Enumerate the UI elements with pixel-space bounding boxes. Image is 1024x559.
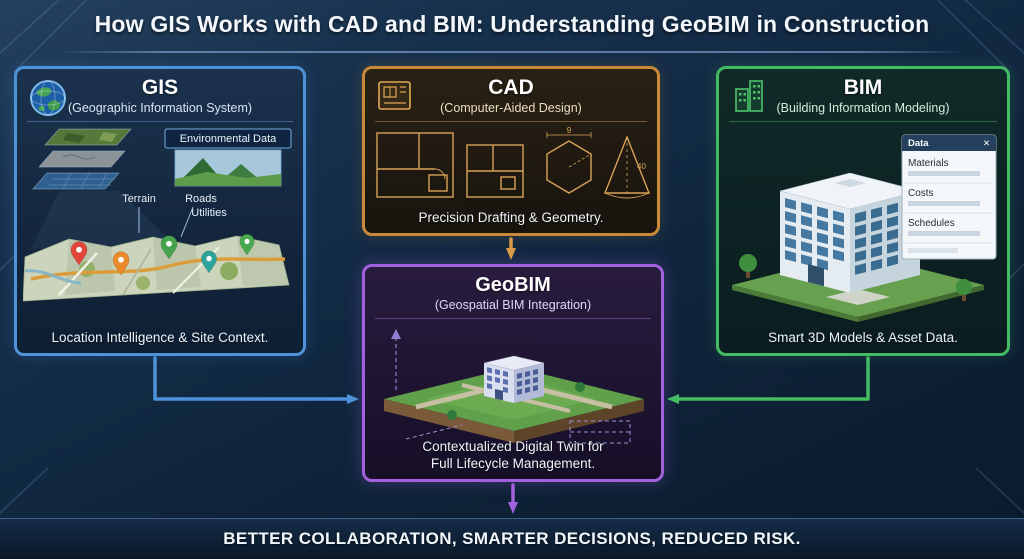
- pyramid-dimension-label: 40: [637, 162, 646, 171]
- cad-panel: CAD (Computer-Aided Design): [362, 66, 660, 236]
- footer-banner: BETTER COLLABORATION, SMARTER DECISIONS,…: [0, 518, 1024, 559]
- cad-subtitle: (Computer-Aided Design): [440, 101, 582, 116]
- bim-subtitle: (Building Information Modeling): [776, 101, 950, 116]
- bim-header-divider: [729, 121, 997, 123]
- tree: [739, 254, 972, 301]
- gis-to-geobim-arrow: [153, 356, 359, 404]
- terrain-label: Terrain: [122, 193, 156, 205]
- gis-header: GIS (Geographic Information System): [17, 69, 303, 123]
- hexagon-geometry: [546, 132, 592, 194]
- data-popup-close-icon: ✕: [983, 138, 990, 148]
- data-popup-title: Data: [908, 138, 929, 149]
- hexagon-dimension-label: 9: [567, 126, 572, 135]
- terrain-block: [384, 367, 644, 443]
- bim-illustration: Data ✕ Materials Costs Schedules: [732, 134, 997, 322]
- measure-axis: [391, 329, 401, 391]
- data-row-costs: Costs: [908, 188, 934, 199]
- cad-title: CAD: [488, 76, 534, 99]
- bim-data-popup: Data ✕ Materials Costs Schedules: [901, 134, 997, 260]
- geobim-subtitle: (Geospatial BIM Integration): [434, 298, 592, 312]
- floor-plan-large: [376, 132, 454, 198]
- bim-title: BIM: [843, 76, 883, 99]
- geobim-illustration: [384, 329, 644, 444]
- gis-layer-labels: Terrain Roads Utilities: [122, 193, 227, 238]
- bim-caption: Smart 3D Models & Asset Data.: [768, 330, 958, 345]
- environmental-data-callout: Environmental Data: [164, 128, 292, 187]
- globe-icon: [27, 77, 69, 124]
- cad-caption: Precision Drafting & Geometry.: [418, 210, 604, 225]
- data-row-materials: Materials: [908, 158, 949, 169]
- footer-text: BETTER COLLABORATION, SMARTER DECISIONS,…: [223, 529, 801, 548]
- bim-to-geobim-arrow: [667, 356, 870, 404]
- geobim-caption-line2: Full Lifecycle Management.: [430, 456, 596, 472]
- gis-header-divider: [27, 121, 293, 123]
- bim-panel: BIM (Building Information Modeling): [716, 66, 1010, 356]
- page-title: How GIS Works with CAD and BIM: Understa…: [94, 11, 930, 37]
- blueprint-dashes: [405, 420, 631, 444]
- roads-label: Roads: [185, 193, 217, 205]
- gis-illustration: Environmental Data Terrain Roads Utiliti…: [23, 128, 292, 302]
- geobim-caption: Contextualized Digital Twin for Full Lif…: [371, 439, 655, 473]
- map-pins: [70, 234, 255, 276]
- folded-map: [23, 234, 290, 302]
- geobim-header: GeoBIM (Geospatial BIM Integration): [365, 267, 661, 319]
- bim-building-3d: [779, 172, 921, 294]
- utilities-label: Utilities: [191, 207, 227, 219]
- cad-illustration: 9 40: [376, 126, 651, 199]
- cad-header-divider: [375, 121, 647, 123]
- environmental-data-label: Environmental Data: [180, 133, 277, 145]
- title-underline: [56, 51, 968, 53]
- gis-layer-stack: [32, 128, 132, 190]
- building-icon: [731, 77, 767, 120]
- geobim-header-divider: [375, 318, 651, 319]
- geobim-title: GeoBIM: [475, 274, 551, 296]
- floor-plan-small: [466, 144, 524, 198]
- map-projection-beam: [31, 191, 173, 249]
- cad-header: CAD (Computer-Aided Design): [365, 69, 657, 123]
- bim-header: BIM (Building Information Modeling): [719, 69, 1007, 123]
- geobim-panel: GeoBIM (Geospatial BIM Integration): [362, 264, 664, 482]
- pyramid-geometry: [603, 135, 651, 199]
- blueprint-icon: [377, 79, 413, 118]
- geobim-caption-line1: Contextualized Digital Twin for: [422, 439, 604, 455]
- gis-title: GIS: [141, 76, 179, 99]
- gis-panel: GIS (Geographic Information System) En: [14, 66, 306, 356]
- gis-subtitle: (Geographic Information System): [67, 101, 253, 116]
- gis-caption: Location Intelligence & Site Context.: [51, 330, 269, 345]
- data-row-schedules: Schedules: [908, 218, 955, 229]
- geobim-building-3d: [483, 355, 545, 403]
